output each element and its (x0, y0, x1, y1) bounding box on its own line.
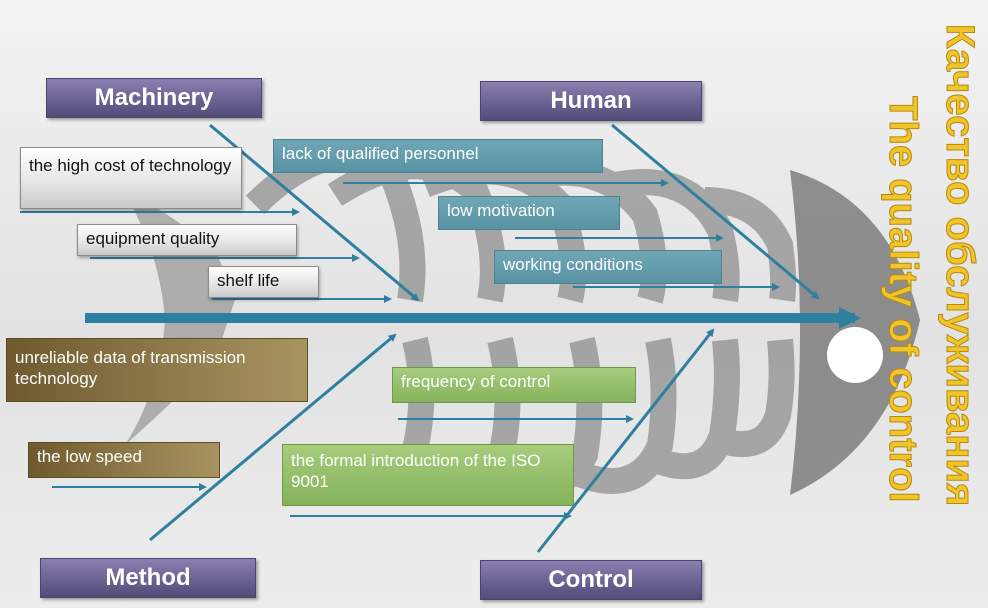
cause-frequency-control: frequency of control (392, 367, 636, 403)
cause-working-conditions: working conditions (494, 250, 722, 284)
category-human: Human (480, 81, 702, 121)
machinery-bone (209, 123, 420, 302)
category-machinery: Machinery (46, 78, 262, 118)
control-bone (536, 328, 715, 553)
cause-unreliable-data: unreliable data of transmission technolo… (6, 338, 308, 402)
cause-high-cost: the high cost of technology (20, 147, 242, 209)
method-bone (149, 333, 397, 542)
category-method: Method (40, 558, 256, 598)
title-english: The quality of control (881, 96, 926, 504)
category-control: Control (480, 560, 702, 600)
fish-eye (827, 327, 883, 383)
cause-shelf-life: shelf life (208, 266, 319, 298)
title-russian: Качество обслуживания (938, 23, 983, 507)
cause-low-motivation: low motivation (438, 196, 620, 230)
cause-equipment-quality: equipment quality (77, 224, 297, 256)
human-bone (611, 123, 820, 300)
cause-lack-personnel: lack of qualified personnel (273, 139, 603, 173)
cause-low-speed: the low speed (28, 442, 220, 478)
cause-iso-9001: the formal introduction of the ISO 9001 (282, 444, 574, 506)
